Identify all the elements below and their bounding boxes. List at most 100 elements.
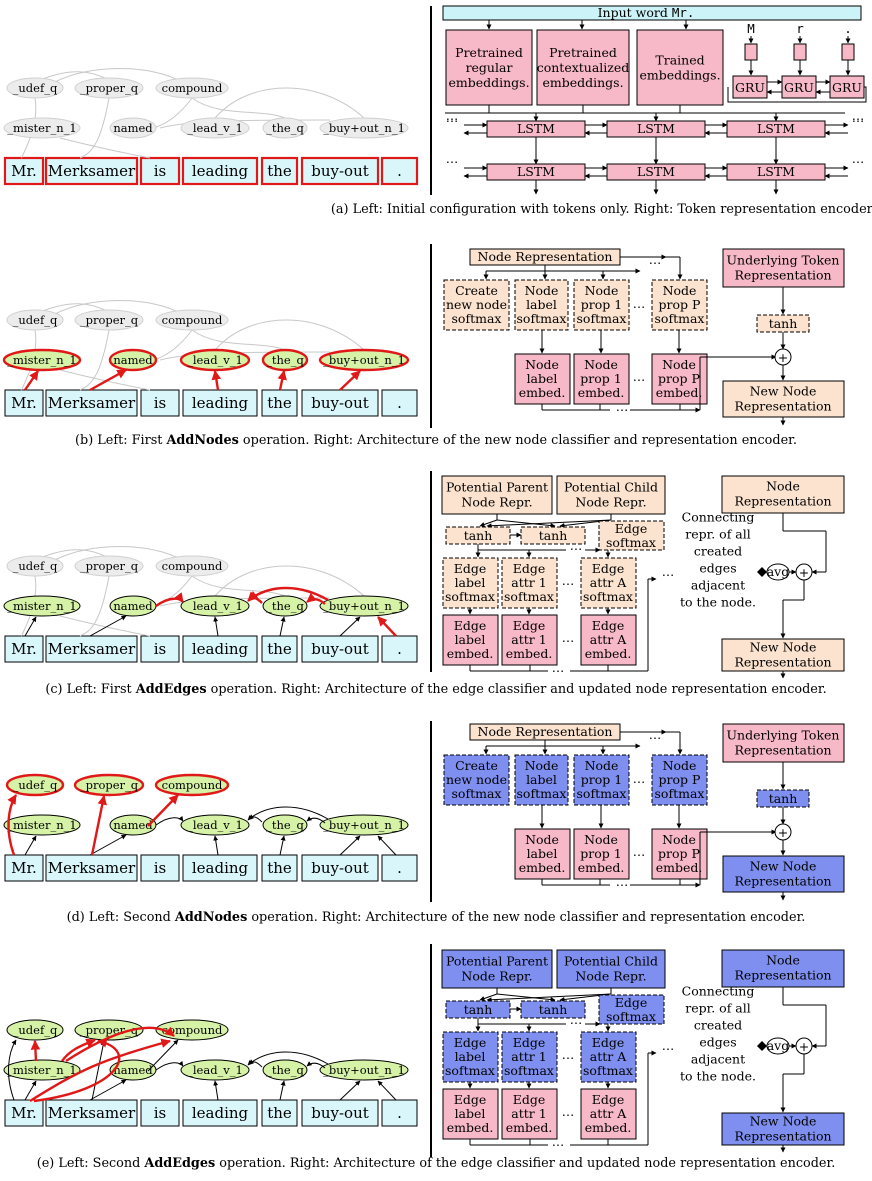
gru-box	[781, 75, 817, 99]
connecting-line-2: created	[694, 544, 742, 559]
node-label-proper_q: _proper_q	[80, 313, 139, 327]
caption-post: operation. Right: Architecture of the ed…	[215, 1156, 835, 1171]
connecting-line-4: adjacent	[691, 578, 745, 593]
lstm-ellipsis-right-0: ⋯	[852, 111, 865, 126]
caption-bold: AddNodes	[174, 910, 247, 925]
x	[486, 519, 612, 529]
caption-post: operation. Right: Architecture of the ed…	[207, 682, 827, 697]
faint-edge	[54, 300, 183, 315]
embed-0-line-2: embed.	[519, 385, 566, 400]
edge-embed-1-line-1: attr 1	[511, 632, 546, 647]
soft-ellipsis: ⋯	[562, 1050, 575, 1065]
caption-pre: (c) Left: First	[45, 682, 135, 697]
token-highlight	[181, 156, 259, 186]
edge-embed-box-1	[501, 1088, 558, 1140]
node-repr-line-1: Representation	[734, 968, 831, 983]
edge	[90, 795, 107, 856]
edge	[24, 1080, 37, 1101]
caption-panel_d: (d) Left: Second AddNodes operation. Rig…	[67, 910, 806, 925]
node-label-compound: compound	[162, 778, 223, 792]
node-lead	[180, 595, 250, 617]
caption-bold: AddEdges	[135, 682, 207, 697]
caption-panel_c: (c) Left: First AddEdges operation. Righ…	[45, 682, 826, 697]
edge	[7, 794, 18, 856]
edge-soft-box-0	[442, 557, 499, 609]
edge	[277, 370, 287, 391]
softmax-0-line-0: Create	[455, 758, 498, 773]
token-box	[301, 157, 379, 185]
token-label-0: Mr.	[11, 394, 37, 412]
token-box	[301, 1099, 379, 1127]
node-lead	[179, 348, 251, 372]
edge-embed-1-line-1: attr 1	[511, 1106, 546, 1121]
token-label-5: buy-out	[311, 162, 369, 180]
edge	[147, 794, 179, 827]
new-node-line-0: New Node	[750, 859, 817, 874]
node-compound	[155, 77, 229, 99]
edge	[279, 1080, 286, 1101]
token-label-1: Merksamer	[48, 394, 136, 412]
edge-embed-2-line-2: embed.	[585, 1120, 632, 1135]
token-box	[261, 854, 298, 882]
input-word-mono: Mr.	[672, 5, 695, 20]
token-box	[4, 389, 44, 417]
token-box	[182, 854, 258, 882]
edge	[24, 835, 37, 856]
token-box	[4, 635, 44, 663]
embed-2-line-0: Node	[662, 357, 696, 372]
caption-pre: (d) Left: Second	[67, 910, 175, 925]
node-lead	[180, 814, 250, 836]
edge-softmax-line-1: softmax	[606, 535, 656, 550]
soft-ellipsis: ⋯	[562, 576, 575, 591]
softmax-box-0	[443, 279, 510, 331]
edge-embed-box-2	[580, 1088, 637, 1140]
node-udef_q	[6, 77, 64, 99]
lstm-label-1-1: LSTM	[637, 164, 675, 179]
lstm-label-1-0: LSTM	[517, 164, 555, 179]
softmax-3-line-0: Node	[663, 283, 697, 298]
edge-embed-box-2	[580, 614, 637, 666]
out-ellipsis: ⋯	[662, 567, 675, 582]
gru-label-0: GRU	[735, 80, 765, 95]
tanh1: tanh	[464, 1002, 493, 1017]
edge	[248, 806, 329, 820]
connecting-line-5: to the node.	[680, 595, 756, 610]
embed-box-2	[651, 353, 708, 405]
faint-edge	[79, 97, 110, 159]
token-box	[140, 854, 180, 882]
token-box	[140, 635, 180, 663]
faint-edge	[191, 575, 286, 597]
connecting-line-4: adjacent	[691, 1052, 745, 1067]
edge-soft-1-line-1: attr 1	[511, 575, 546, 590]
pretrained-ctx-line-1: contextualized	[537, 60, 630, 75]
token-label-5: buy-out	[311, 1104, 369, 1122]
edge-embed-0-line-2: embed.	[447, 1120, 494, 1135]
node-buyout	[319, 595, 409, 617]
token-box	[301, 854, 379, 882]
merge-ellipsis: ⋯	[616, 402, 629, 417]
edge-soft-0-line-1: label	[455, 575, 486, 590]
node-repr-box	[721, 475, 845, 514]
node-label-compound: compound	[162, 81, 223, 95]
edge	[213, 835, 219, 856]
node-label-buyout: _buy+out_n_1	[323, 121, 405, 135]
edge	[155, 592, 184, 607]
edge-soft-0-line-1: label	[455, 1049, 486, 1064]
edge	[339, 370, 361, 391]
softmax-3-line-2: softmax	[655, 311, 705, 326]
softmax-3-line-2: softmax	[655, 786, 705, 801]
node-mister	[3, 117, 81, 139]
node-label-lead: _lead_v_1	[187, 353, 243, 367]
new-node-line-0: New Node	[750, 1114, 817, 1129]
char-label-1: r	[796, 21, 804, 36]
node-the_q	[261, 348, 309, 372]
token-box	[45, 635, 138, 663]
edge	[248, 586, 329, 602]
tanh-box	[756, 789, 810, 808]
edge-embed-2-line-1: attr A	[590, 632, 627, 647]
token-label-4: the	[267, 162, 292, 180]
token-label-2: is	[154, 162, 167, 180]
token-box	[45, 854, 138, 882]
token-box	[4, 854, 44, 882]
